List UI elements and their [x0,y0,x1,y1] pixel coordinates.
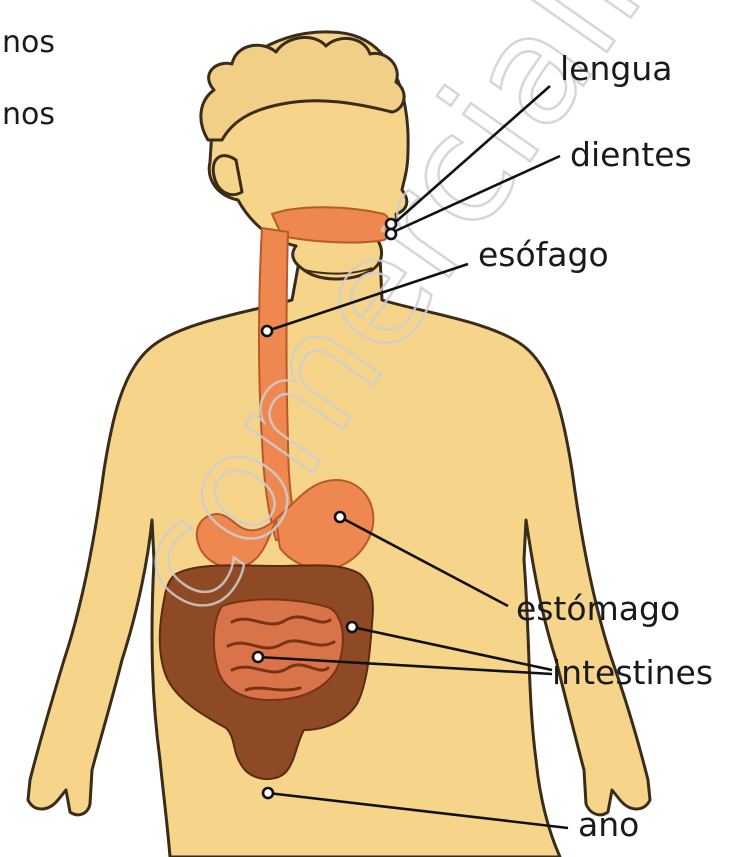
label-tongue: lengua [560,49,672,88]
label-intestines: intestines [552,653,713,692]
marker-small-intestine [253,652,263,662]
marker-large-intestine [347,622,357,632]
label-anus: ano [578,805,639,844]
marker-stomach [335,512,345,522]
marker-tongue [386,219,396,229]
marker-anus [263,788,273,798]
marker-teeth [386,229,396,239]
label-stomach: estómago [516,589,680,628]
marker-esophagus [262,326,272,336]
cropped-text-fragment-2: nos [2,97,55,132]
cropped-text-fragment-1: nos [2,25,55,60]
label-esophagus: esófago [478,235,609,274]
label-teeth: dientes [570,135,692,174]
